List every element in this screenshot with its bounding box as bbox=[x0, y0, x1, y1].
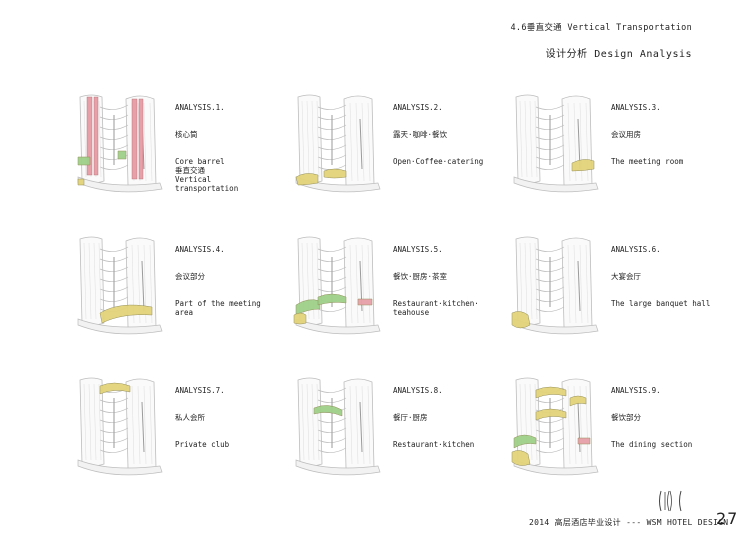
building-model-8 bbox=[295, 377, 381, 476]
analysis-title-cn: 餐饮·厨房·茶室 bbox=[393, 272, 448, 281]
analysis-card-9: ANALYSIS.9. 餐饮部分 The dining section bbox=[506, 368, 721, 493]
analysis-label-6: ANALYSIS.6. 大宴会厅 The large banquet hall bbox=[611, 227, 716, 326]
building-model-6 bbox=[511, 236, 599, 335]
analysis-title-cn: 会议用房 bbox=[611, 130, 641, 139]
building-model-2 bbox=[295, 94, 381, 193]
analysis-label-7: ANALYSIS.7. 私人会所 Private club bbox=[175, 368, 280, 467]
analysis-heading: ANALYSIS.1. bbox=[175, 103, 225, 112]
analysis-heading: ANALYSIS.2. bbox=[393, 103, 443, 112]
analysis-heading: ANALYSIS.8. bbox=[393, 386, 443, 395]
analysis-title-en: Restaurant·kitchen· teahouse bbox=[393, 299, 479, 317]
analysis-title-en: The large banquet hall bbox=[611, 299, 711, 308]
analysis-heading: ANALYSIS.3. bbox=[611, 103, 661, 112]
analysis-card-5: ANALYSIS.5. 餐饮·厨房·茶室 Restaurant·kitchen·… bbox=[288, 227, 503, 352]
analysis-heading: ANALYSIS.4. bbox=[175, 245, 225, 254]
analysis-card-4: ANALYSIS.4. 会议部分 Part of the meeting are… bbox=[70, 227, 285, 352]
analysis-title-en: Part of the meeting area bbox=[175, 299, 261, 317]
analysis-title-en: The dining section bbox=[611, 440, 693, 449]
analysis-heading: ANALYSIS.7. bbox=[175, 386, 225, 395]
page-number: 27 bbox=[716, 509, 739, 528]
analysis-card-6: ANALYSIS.6. 大宴会厅 The large banquet hall bbox=[506, 227, 721, 352]
analysis-title-en: The meeting room bbox=[611, 157, 684, 166]
analysis-title-cn: 私人会所 bbox=[175, 413, 205, 422]
analysis-heading: ANALYSIS.9. bbox=[611, 386, 661, 395]
analysis-title-en: Restaurant·kitchen bbox=[393, 440, 475, 449]
building-model-4 bbox=[77, 236, 163, 335]
analysis-title-cn: 会议部分 bbox=[175, 272, 205, 281]
analysis-label-1: ANALYSIS.1. 核心筒 Core barrel 垂直交通 Vertica… bbox=[175, 85, 280, 211]
analysis-heading: ANALYSIS.6. bbox=[611, 245, 661, 254]
analysis-title-cn: 大宴会厅 bbox=[611, 272, 641, 281]
analysis-label-2: ANALYSIS.2. 露天·咖啡·餐饮 Open·Coffee·caterin… bbox=[393, 85, 498, 184]
building-model-5 bbox=[293, 236, 381, 335]
analysis-title-cn: 露天·咖啡·餐饮 bbox=[393, 130, 448, 139]
footer-text: 2014 高层酒店毕业设计 --- WSM HOTEL DESIGN bbox=[529, 518, 729, 527]
analysis-card-7: ANALYSIS.7. 私人会所 Private club bbox=[70, 368, 285, 493]
analysis-title-cn: 餐厅·厨房 bbox=[393, 413, 428, 422]
analysis-title-cn: 餐饮部分 bbox=[611, 413, 641, 422]
analysis-card-2: ANALYSIS.2. 露天·咖啡·餐饮 Open·Coffee·caterin… bbox=[288, 85, 503, 210]
analysis-label-9: ANALYSIS.9. 餐饮部分 The dining section bbox=[611, 368, 716, 467]
analysis-card-3: ANALYSIS.3. 会议用房 The meeting room bbox=[506, 85, 721, 210]
analysis-label-3: ANALYSIS.3. 会议用房 The meeting room bbox=[611, 85, 716, 184]
analysis-title-en: Private club bbox=[175, 440, 230, 449]
building-model-9 bbox=[511, 377, 599, 476]
analysis-label-8: ANALYSIS.8. 餐厅·厨房 Restaurant·kitchen bbox=[393, 368, 498, 467]
section-title: 4.6垂直交通 Vertical Transportation bbox=[510, 23, 692, 33]
analysis-card-8: ANALYSIS.8. 餐厅·厨房 Restaurant·kitchen bbox=[288, 368, 503, 493]
building-model-7 bbox=[77, 377, 163, 476]
analysis-heading: ANALYSIS.5. bbox=[393, 245, 443, 254]
building-model-1 bbox=[77, 94, 163, 193]
analysis-title-en: Core barrel 垂直交通 Vertical transportation bbox=[175, 157, 239, 193]
section-subtitle: 设计分析 Design Analysis bbox=[545, 49, 692, 60]
analysis-title-en: Open·Coffee·catering bbox=[393, 157, 484, 166]
analysis-title-cn: 核心筒 bbox=[175, 130, 198, 139]
analysis-card-1: ANALYSIS.1. 核心筒 Core barrel 垂直交通 Vertica… bbox=[70, 85, 285, 210]
analysis-label-4: ANALYSIS.4. 会议部分 Part of the meeting are… bbox=[175, 227, 280, 335]
building-model-3 bbox=[513, 94, 599, 193]
wsm-logo-icon bbox=[659, 490, 682, 512]
analysis-label-5: ANALYSIS.5. 餐饮·厨房·茶室 Restaurant·kitchen·… bbox=[393, 227, 498, 335]
